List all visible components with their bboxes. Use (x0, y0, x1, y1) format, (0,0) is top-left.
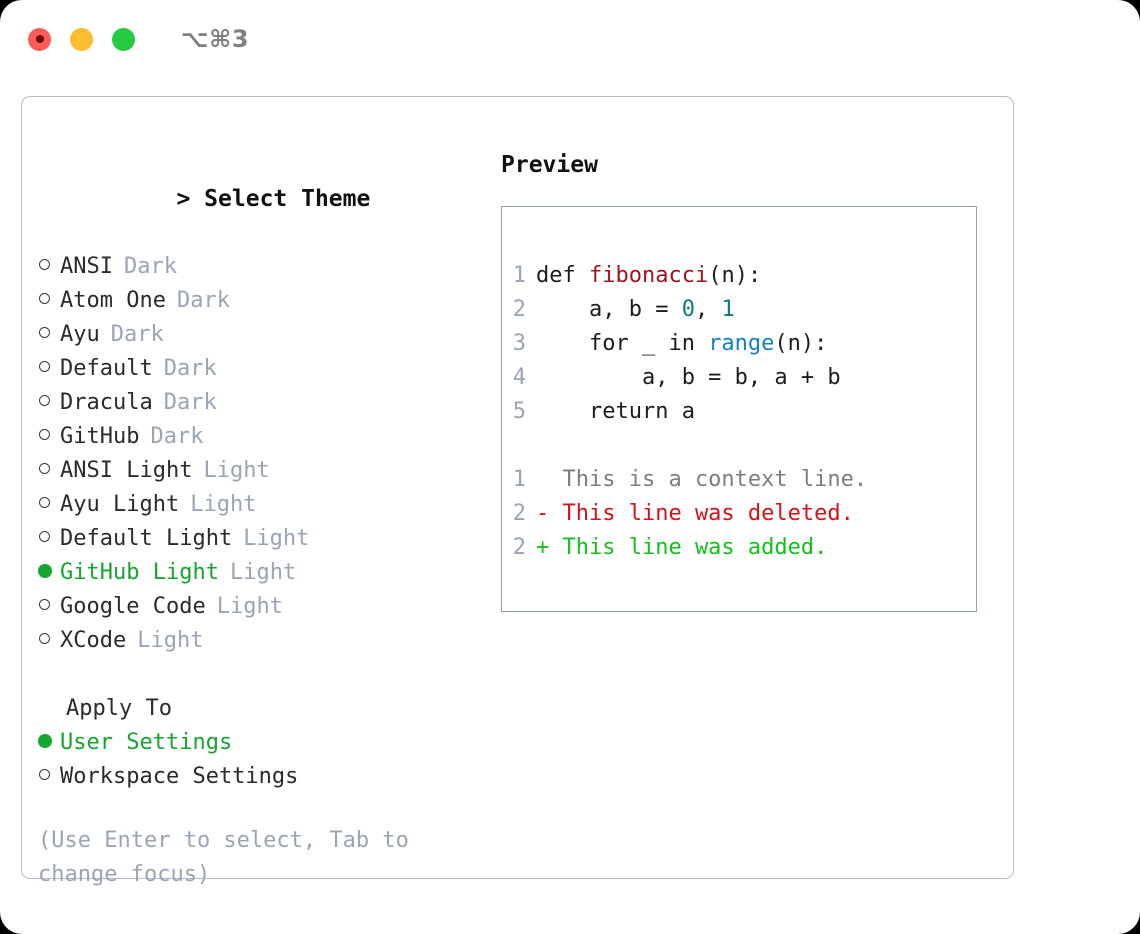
theme-item-label: XCode (60, 628, 127, 653)
theme-item-suffix: Dark (150, 424, 204, 449)
theme-item-label: Ayu (60, 322, 100, 347)
code-text: a, b = b, a + b (536, 365, 841, 390)
theme-item-suffix: Dark (163, 390, 217, 415)
apply-to-item-label: Workspace Settings (60, 764, 299, 789)
theme-item-suffix: Dark (123, 254, 177, 279)
theme-item-github-dark[interactable]: GitHub Dark (38, 420, 498, 454)
theme-item-ayu-dark[interactable]: Ayu Dark (38, 318, 498, 352)
select-theme-header: > Select Theme (38, 148, 498, 250)
theme-item-ansi-light[interactable]: ANSI Light Light (38, 454, 498, 488)
theme-item-suffix: Light (137, 628, 204, 653)
close-button-icon[interactable] (28, 27, 51, 51)
theme-item-ayu-light[interactable]: Ayu Light Light (38, 488, 498, 522)
list-spacer (38, 658, 498, 692)
theme-item-label: Default Light (60, 526, 233, 551)
keyboard-hint-line1: (Use Enter to select, Tab to (38, 828, 409, 853)
code-line: 1 def fibonacci(n): (502, 259, 976, 293)
line-number: 2 (512, 535, 526, 560)
theme-item-label: Dracula (60, 390, 153, 415)
line-number: 5 (512, 399, 526, 424)
code-token: 0 (681, 297, 695, 322)
diff-text: - This line was deleted. (536, 501, 854, 526)
code-token: (n): (708, 263, 762, 288)
theme-item-ansi-dark[interactable]: ANSI Dark (38, 250, 498, 284)
keyboard-hint: (Use Enter to select, Tab to change focu… (38, 824, 458, 892)
theme-item-suffix: Dark (163, 356, 217, 381)
preview-gap (502, 429, 976, 463)
code-line: 4 a, b = b, a + b (502, 361, 976, 395)
theme-item-label: ANSI (60, 254, 113, 279)
main-panel: > Select Theme ANSI Dark Atom One Dark (21, 96, 1014, 887)
preview-column: Preview 1 def fibonacci(n): 2 a, b = 0, … (501, 148, 1001, 612)
code-line: 3 for _ in range(n): (502, 327, 976, 361)
diff-text: This is a context line. (536, 467, 868, 492)
code-text: def fibonacci(n): (536, 259, 761, 293)
code-line: 2 a, b = 0, 1 (502, 293, 976, 327)
theme-item-suffix: Light (190, 492, 257, 517)
theme-item-default-dark[interactable]: Default Dark (38, 352, 498, 386)
line-number: 2 (512, 501, 526, 526)
code-text: return a (536, 399, 695, 424)
maximize-button-icon[interactable] (112, 27, 135, 51)
theme-item-suffix: Dark (176, 288, 230, 313)
theme-item-google-code-light[interactable]: Google Code Light (38, 590, 498, 624)
theme-item-dracula-dark[interactable]: Dracula Dark (38, 386, 498, 420)
line-number: 3 (512, 331, 526, 356)
minimize-button-icon[interactable] (70, 27, 93, 51)
line-number: 2 (512, 297, 526, 322)
code-token: def (536, 263, 589, 288)
theme-item-label: Google Code (60, 594, 206, 619)
code-token: a, b = (536, 297, 682, 322)
code-token: range (708, 331, 775, 356)
theme-item-suffix: Dark (110, 322, 164, 347)
preview-box: 1 def fibonacci(n): 2 a, b = 0, 1 3 for … (501, 206, 977, 612)
theme-item-atom-one-dark[interactable]: Atom One Dark (38, 284, 498, 318)
apply-to-item-workspace-settings[interactable]: Workspace Settings (38, 760, 498, 794)
code-token: 1 (721, 297, 735, 322)
theme-item-label: Default (60, 356, 153, 381)
code-token: for _ in (536, 331, 709, 356)
apply-to-item-label: User Settings (60, 730, 233, 755)
theme-selector-column: > Select Theme ANSI Dark Atom One Dark (38, 148, 498, 892)
keyboard-hint-line2: change focus) (38, 862, 211, 887)
theme-list: ANSI Dark Atom One Dark Ayu Dark (38, 250, 498, 658)
theme-item-suffix: Light (229, 560, 297, 585)
theme-item-default-light[interactable]: Default Light Light (38, 522, 498, 556)
theme-item-suffix: Light (243, 526, 310, 551)
title-bar: ⌥⌘3 (0, 0, 1140, 78)
diff-line-context: 1 This is a context line. (502, 463, 976, 497)
preview-header: Preview (501, 152, 598, 178)
apply-to-item-user-settings[interactable]: User Settings (38, 726, 498, 760)
diff-text: + This line was added. (536, 535, 828, 560)
theme-item-label: Ayu Light (60, 492, 180, 517)
code-line: 5 return a (502, 395, 976, 429)
diff-line-added: 2 + This line was added. (502, 531, 976, 565)
apply-to-header: Apply To (66, 696, 172, 721)
select-theme-header-text: > Select Theme (176, 186, 371, 212)
line-number: 4 (512, 365, 526, 390)
line-number: 1 (512, 263, 526, 288)
theme-item-label: GitHub Light (60, 560, 219, 585)
theme-item-label: GitHub (60, 424, 140, 449)
code-token: , (694, 297, 722, 322)
diff-line-deleted: 2 - This line was deleted. (502, 497, 976, 531)
keyboard-shortcut-label: ⌥⌘3 (181, 25, 250, 53)
theme-item-suffix: Light (203, 458, 270, 483)
theme-item-label: Atom One (60, 288, 166, 313)
apply-to-list: User Settings Workspace Settings (38, 726, 498, 794)
code-token: (n): (774, 331, 828, 356)
theme-item-github-light[interactable]: GitHub Light Light (38, 556, 498, 590)
theme-item-label: ANSI Light (60, 458, 193, 483)
panel-columns: > Select Theme ANSI Dark Atom One Dark (22, 97, 1013, 887)
code-text: a, b = 0, 1 (536, 293, 735, 327)
theme-item-suffix: Light (216, 594, 283, 619)
theme-item-xcode-light[interactable]: XCode Light (38, 624, 498, 658)
code-text: for _ in range(n): (536, 327, 827, 361)
code-token: fibonacci (588, 263, 709, 288)
window-controls (28, 27, 135, 51)
line-number: 1 (512, 467, 526, 492)
